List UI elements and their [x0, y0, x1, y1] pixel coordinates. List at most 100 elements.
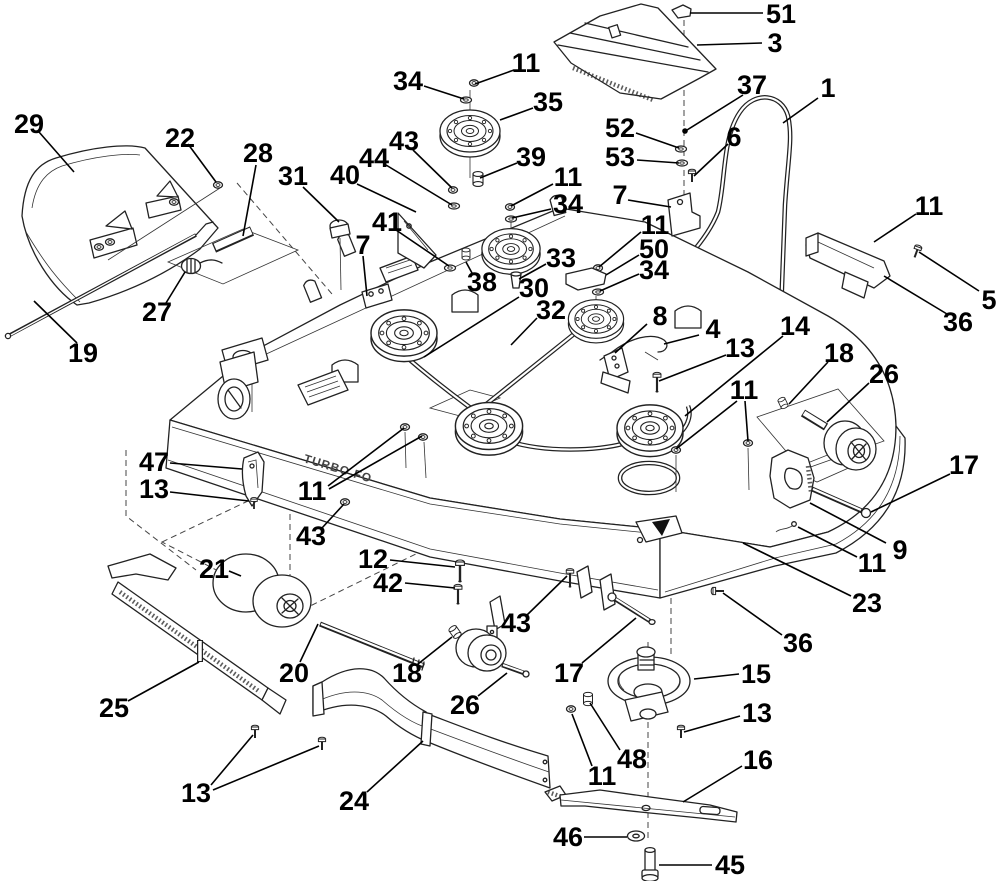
callout-9: 9 — [892, 535, 907, 565]
leader-line-33 — [518, 263, 547, 280]
leader-line-9 — [809, 502, 887, 544]
callout-37: 37 — [737, 70, 767, 100]
leader-line-8 — [614, 323, 648, 354]
bracket-47 — [241, 451, 265, 510]
callout-13: 13 — [181, 778, 211, 808]
deck-mount-nuts — [339, 423, 429, 506]
right-caster-assembly — [756, 388, 885, 533]
callout-15: 15 — [741, 659, 771, 689]
leader-line-43 — [412, 149, 453, 189]
leader-line-19 — [33, 300, 78, 344]
callout-42: 42 — [373, 568, 403, 598]
callout-45: 45 — [715, 850, 745, 880]
leader-line-13 — [658, 354, 727, 382]
leader-line-16 — [682, 765, 743, 803]
leader-line-15 — [693, 673, 740, 680]
callout-1: 1 — [820, 73, 835, 103]
leader-line-36 — [883, 275, 948, 315]
callout-40: 40 — [330, 160, 360, 190]
deck-body: TURBO FO — [165, 194, 906, 599]
leader-line-13 — [169, 491, 250, 502]
callout-39: 39 — [516, 142, 546, 172]
screw-13-b — [317, 736, 327, 751]
bracket-7-left — [361, 283, 393, 309]
callout-20: 20 — [279, 658, 309, 688]
rear-baffle — [312, 668, 551, 789]
callout-17: 17 — [949, 450, 979, 480]
pin-37 — [682, 128, 688, 134]
leader-line-20 — [299, 623, 319, 663]
spacer-39 — [472, 171, 484, 187]
cone-spacer-33 — [510, 271, 522, 289]
idler-pulley-low — [567, 299, 625, 344]
callout-24: 24 — [339, 786, 369, 816]
belt-guide-4 — [599, 335, 668, 361]
blade-bolt-45 — [641, 846, 659, 881]
callout-11: 11 — [512, 48, 541, 78]
leader-line-17 — [581, 617, 637, 664]
leader-line-11 — [571, 713, 593, 767]
info-decal — [297, 369, 349, 406]
leader-line-11 — [744, 400, 749, 442]
leader-line-13 — [210, 734, 254, 786]
callout-46: 46 — [553, 822, 583, 852]
leader-line-34 — [511, 208, 552, 219]
leader-line-3 — [696, 42, 763, 46]
callout-17: 17 — [554, 658, 584, 688]
exploded-pulleys — [329, 79, 625, 344]
nut-43-top — [447, 186, 459, 194]
nut-11-a — [670, 446, 682, 454]
callout-50: 50 — [639, 234, 669, 264]
leader-line-12 — [389, 559, 456, 568]
leader-line-7 — [362, 255, 368, 297]
callout-34: 34 — [393, 66, 423, 96]
leader-line-53 — [636, 159, 680, 164]
leader-line-50 — [605, 254, 640, 276]
callout-11: 11 — [858, 548, 887, 578]
leader-line-44 — [385, 164, 453, 206]
leader-line-39 — [479, 162, 518, 179]
callout-32: 32 — [536, 295, 566, 325]
callout-53: 53 — [605, 142, 635, 172]
washer-41 — [443, 264, 457, 272]
front-lower-hardware — [447, 558, 725, 678]
spindle-pulley-left — [370, 309, 438, 363]
callout-18: 18 — [392, 658, 422, 688]
callout-3: 3 — [767, 28, 782, 58]
leader-line-13 — [683, 715, 741, 733]
caster-fork-9 — [769, 449, 815, 509]
callout-44: 44 — [359, 143, 389, 173]
leader-line-11 — [598, 231, 642, 268]
hinge-rod — [4, 221, 214, 340]
screw-36-bottom — [710, 586, 725, 596]
leader-line-5 — [918, 251, 980, 292]
callout-43: 43 — [389, 126, 419, 156]
pivot-tube-spring — [166, 181, 300, 285]
washer-46 — [626, 830, 646, 842]
leader-line-37 — [686, 94, 744, 131]
callout-7: 7 — [355, 230, 370, 260]
bolt-42 — [452, 583, 464, 606]
idler-arm-40 — [397, 212, 437, 269]
belt-guide-50 — [565, 267, 607, 291]
latch-cap-51 — [671, 4, 692, 19]
deck-left-caster — [217, 351, 259, 420]
deflector-baffle — [553, 3, 717, 134]
callout-6: 6 — [726, 122, 741, 152]
callout-52: 52 — [605, 113, 635, 143]
callout-22: 22 — [165, 123, 195, 153]
leader-line-18 — [788, 361, 829, 405]
leader-line-40 — [356, 183, 417, 213]
callout-33: 33 — [546, 243, 576, 273]
callout-35: 35 — [533, 87, 563, 117]
callout-27: 27 — [142, 297, 172, 327]
leader-line-11 — [510, 183, 554, 207]
leader-line-32 — [510, 317, 538, 346]
callout-11: 11 — [298, 476, 327, 506]
latch-31 — [329, 219, 351, 291]
leader-line-30 — [423, 296, 520, 358]
leader-line-41 — [395, 229, 450, 267]
